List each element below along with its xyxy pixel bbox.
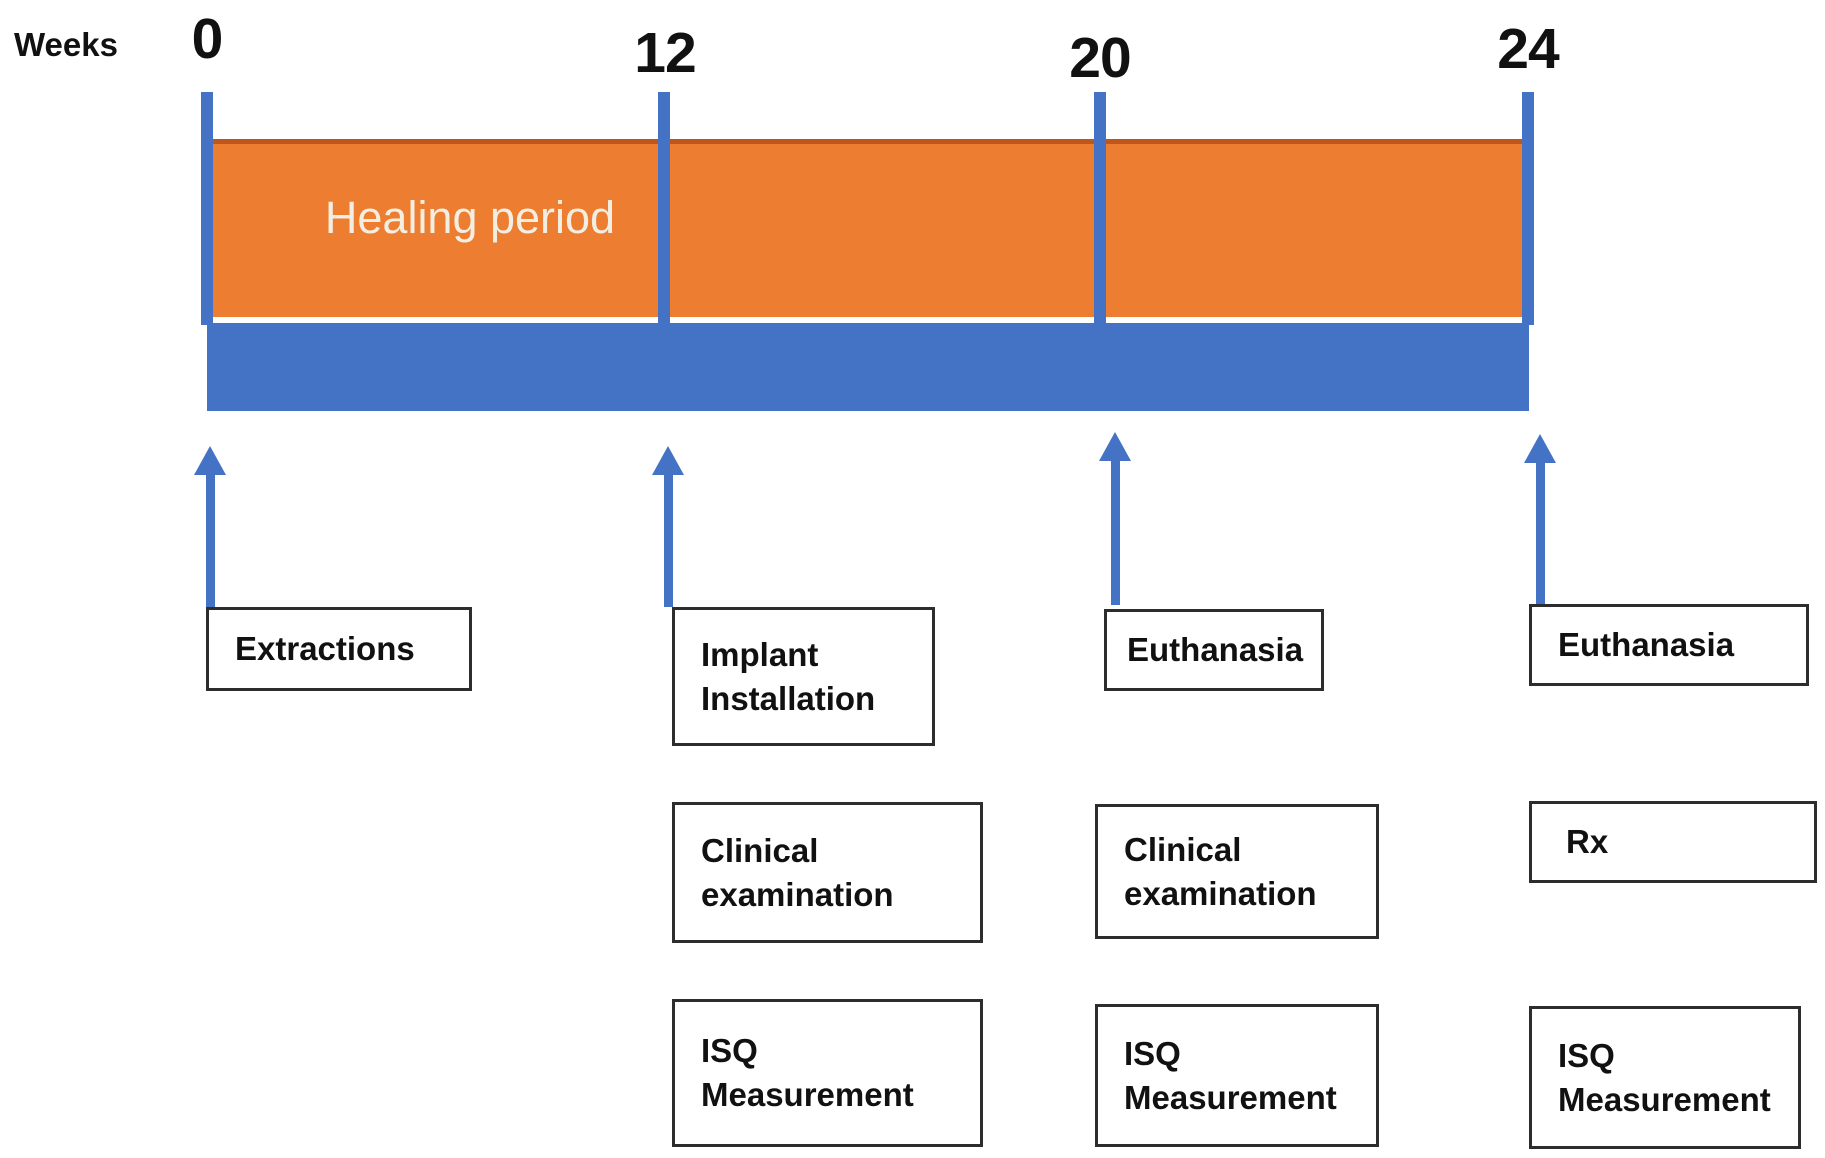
tick-week-20 <box>1094 92 1106 325</box>
arrow-up-week-20-shaft <box>1111 458 1120 605</box>
arrow-up-week-0-shaft <box>206 472 215 607</box>
tick-week-12 <box>658 92 670 325</box>
event-box-clinical-examination-week12: Clinical examination <box>672 802 983 943</box>
event-box-isq-measurement-week24: ISQ Measurement <box>1529 1006 1801 1149</box>
healing-period-label: Healing period <box>324 192 616 243</box>
event-box-isq-measurement-week12: ISQ Measurement <box>672 999 983 1147</box>
event-box-implant-installation: Implant Installation <box>672 607 935 746</box>
event-box-rx: Rx <box>1529 801 1817 883</box>
arrow-up-week-12-icon <box>652 446 684 475</box>
week-label-24: 24 <box>1497 17 1559 81</box>
axis-label: Weeks <box>14 26 118 63</box>
timeline-bar <box>207 323 1529 411</box>
arrow-up-week-12-shaft <box>664 472 673 607</box>
tick-week-24 <box>1522 92 1534 325</box>
event-box-clinical-examination-week20: Clinical examination <box>1095 804 1379 939</box>
tick-week-0 <box>201 92 213 325</box>
arrow-up-week-20-icon <box>1099 432 1131 461</box>
event-box-euthanasia-week20: Euthanasia <box>1104 609 1324 691</box>
arrow-up-week-24-shaft <box>1536 460 1545 605</box>
healing-period-bar <box>207 139 1529 317</box>
event-box-euthanasia-week24: Euthanasia <box>1529 604 1809 686</box>
week-label-0: 0 <box>191 7 224 71</box>
arrow-up-week-0-icon <box>194 446 226 475</box>
week-label-20: 20 <box>1069 26 1131 90</box>
week-label-12: 12 <box>634 21 696 85</box>
event-box-extractions: Extractions <box>206 607 472 691</box>
event-box-isq-measurement-week20: ISQ Measurement <box>1095 1004 1379 1147</box>
arrow-up-week-24-icon <box>1524 434 1556 463</box>
